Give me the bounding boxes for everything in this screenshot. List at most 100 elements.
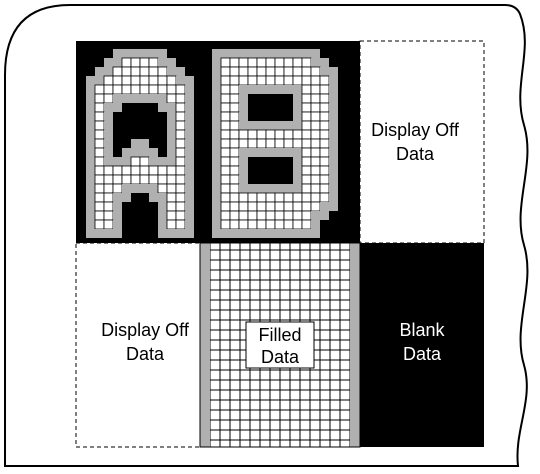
glyph-pixel [301, 210, 312, 221]
glyph-outline-pixel [185, 130, 194, 139]
glyph-outline-pixel [329, 85, 338, 94]
glyph-pixel [274, 75, 285, 86]
glyph-outline-pixel [149, 94, 158, 103]
glyph-outline-pixel [158, 229, 167, 238]
glyph-outline-pixel [239, 166, 248, 175]
glyph-outline-pixel [185, 103, 194, 112]
glyph-pixel [175, 111, 186, 122]
glyph-pixel [94, 147, 105, 158]
glyph-outline-pixel [122, 148, 131, 157]
glyph-pixel [139, 165, 150, 176]
glyph-pixel [256, 66, 267, 77]
glyph-outline-pixel [86, 193, 95, 202]
blank-data-label-line2: Data [403, 344, 442, 364]
glyph-outline-pixel [122, 49, 131, 58]
glyph-pixel [103, 174, 114, 185]
glyph-pixel [94, 111, 105, 122]
glyph-pixel [310, 201, 321, 212]
glyph-outline-pixel [284, 121, 293, 130]
glyph-pixel [94, 192, 105, 203]
glyph-pixel [238, 57, 249, 68]
glyph-pixel [103, 75, 114, 86]
glyph-outline-pixel [131, 94, 140, 103]
glyph-pixel [94, 201, 105, 212]
glyph-outline-pixel [212, 130, 221, 139]
glyph-pixel [301, 219, 312, 230]
glyph-outline-pixel [212, 166, 221, 175]
glyph-outline-pixel [86, 130, 95, 139]
glyph-pixel [175, 147, 186, 158]
glyph-outline-pixel [212, 229, 221, 238]
glyph-outline-pixel [329, 175, 338, 184]
glyph-outline-pixel [104, 121, 113, 130]
glyph-outline-pixel [311, 58, 320, 67]
glyph-pixel [175, 129, 186, 140]
glyph-outline-pixel [293, 229, 302, 238]
glyph-outline-pixel [320, 58, 329, 67]
blank-data-label-line1: Blank [399, 320, 445, 340]
glyph-pixel [175, 165, 186, 176]
glyph-pixel [229, 111, 240, 122]
glyph-outline-pixel [329, 157, 338, 166]
glyph-pixel [301, 156, 312, 167]
glyph-pixel [310, 129, 321, 140]
glyph-pixel [238, 75, 249, 86]
glyph-pixel [220, 57, 231, 68]
glyph-outline-pixel [167, 121, 176, 130]
glyph-pixel [256, 201, 267, 212]
glyph-pixel [94, 210, 105, 221]
glyph-pixel [319, 93, 330, 104]
glyph-pixel [175, 219, 186, 230]
glyph-pixel [121, 57, 132, 68]
glyph-pixel [121, 75, 132, 86]
glyph-pixel [175, 201, 186, 212]
glyph-outline-pixel [311, 229, 320, 238]
glyph-pixel [94, 219, 105, 230]
glyph-outline-pixel [329, 202, 338, 211]
glyph-pixel [301, 192, 312, 203]
glyph-letter-b [212, 49, 338, 238]
glyph-outline-pixel [329, 94, 338, 103]
glyph-outline-pixel [185, 220, 194, 229]
glyph-pixel [247, 138, 258, 149]
glyph-pixel [229, 174, 240, 185]
glyph-outline-pixel [185, 211, 194, 220]
display-off-region-bottom-left [75, 242, 201, 448]
glyph-pixel [220, 120, 231, 131]
glyph-outline-pixel [86, 211, 95, 220]
glyph-pixel [310, 93, 321, 104]
glyph-outline-pixel [113, 193, 122, 202]
glyph-pixel [319, 138, 330, 149]
glyph-pixel [229, 84, 240, 95]
glyph-outline-pixel [239, 157, 248, 166]
glyph-outline-pixel [293, 166, 302, 175]
glyph-outline-pixel [329, 76, 338, 85]
glyph-outline-pixel [113, 157, 122, 166]
glyph-outline-pixel [239, 103, 248, 112]
glyph-outline-pixel [185, 85, 194, 94]
glyph-pixel [130, 156, 141, 167]
glyph-pixel [220, 147, 231, 158]
glyph-pixel [229, 138, 240, 149]
glyph-pixel [310, 165, 321, 176]
glyph-pixel [310, 84, 321, 95]
glyph-pixel [247, 219, 258, 230]
glyph-outline-pixel [185, 229, 194, 238]
glyph-outline-pixel [212, 139, 221, 148]
glyph-outline-pixel [212, 103, 221, 112]
glyph-outline-pixel [167, 67, 176, 76]
glyph-pixel [166, 210, 177, 221]
glyph-pixel [220, 75, 231, 86]
glyph-pixel [130, 57, 141, 68]
glyph-outline-pixel [284, 148, 293, 157]
glyph-pixel [121, 174, 132, 185]
glyph-pixel [94, 102, 105, 113]
glyph-pixel [121, 165, 132, 176]
glyph-outline-pixel [230, 49, 239, 58]
glyph-pixel [319, 111, 330, 122]
glyph-outline-pixel [158, 211, 167, 220]
glyph-pixel [265, 138, 276, 149]
glyph-outline-pixel [248, 121, 257, 130]
glyph-outline-pixel [167, 130, 176, 139]
